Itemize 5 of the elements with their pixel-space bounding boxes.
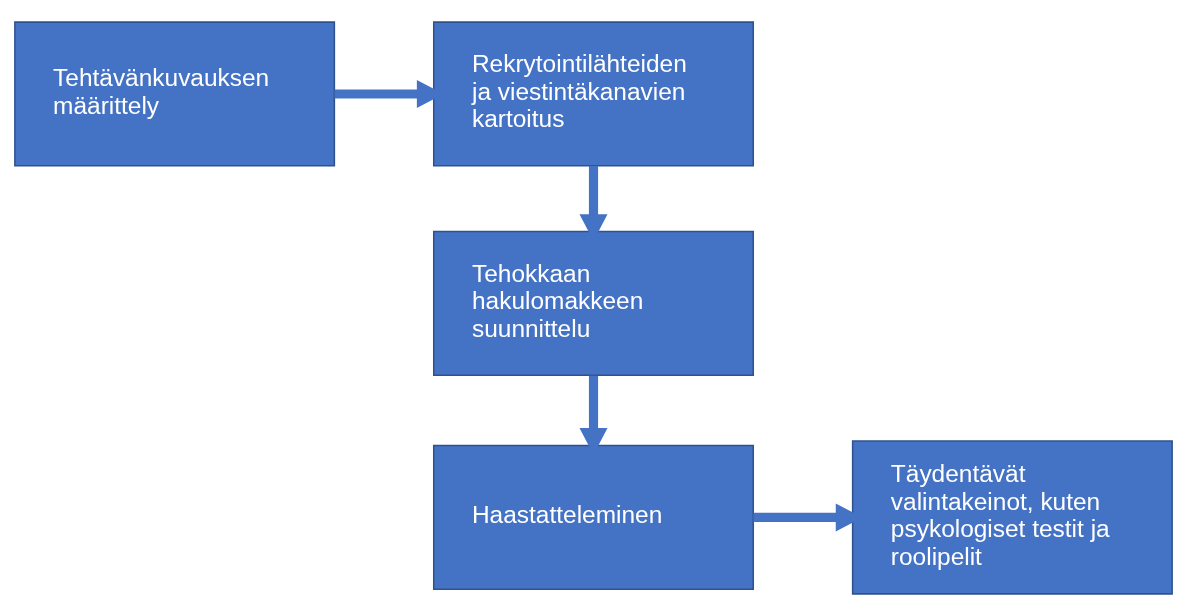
- node-box: Tehtävänkuvauksen määrittely: [14, 21, 336, 167]
- node-box: Täydentävät valintakeinot, kuten psykologiset testit ja roolipelit: [851, 440, 1173, 595]
- node-box: Rekrytointilähteiden ja viestintäkanavien kartoitus: [432, 21, 755, 167]
- node-box: Tehokkaan hakulomakkeen suunnittelu: [432, 230, 755, 377]
- node-box: Haastatteleminen: [432, 444, 755, 591]
